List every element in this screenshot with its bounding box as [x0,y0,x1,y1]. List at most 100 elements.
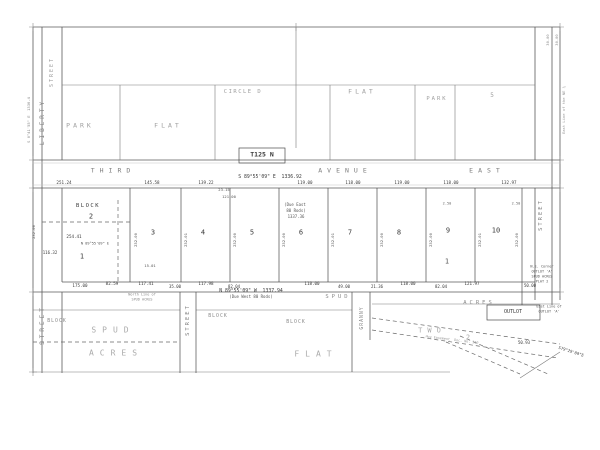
street-third-avenue: EAST [469,167,505,175]
dimension-label: 82.59 [105,281,119,287]
block-label: BLOCK [286,319,306,325]
map-label: 5 [490,92,494,99]
dimension-label: 23.15 [218,187,230,192]
township-box [238,147,286,164]
block-number: 2 [88,212,94,221]
outlot-label: OUTLOT [503,309,523,315]
flat-label: FLAT [348,88,376,96]
dimension-label: 118.00 [400,281,416,287]
dimension-label: 232.00 [232,233,237,247]
bearing-label: S79°29'09"E [557,345,585,358]
street-liberty: LIBERTY [39,98,46,146]
spud-label: SPUD [325,293,351,300]
lot-number: 1 [444,257,450,266]
due-west-note: (Due West 80 Rods) [229,294,273,299]
street-label-left-top: STREET [49,56,55,88]
circle-d-label: CIRCLE D [223,88,263,95]
north-line-note: North Line of [128,292,156,297]
lot-number: 3 [150,228,156,237]
street-inner-lines [33,162,560,186]
flat-label: FLAT [154,122,182,130]
dimension-label: 116.32 [42,250,58,255]
dimension-label: 121.97 [464,281,480,287]
south-line-bearing: N 89°55'09" W 1337.94 [219,288,283,294]
dimension-label: 82.04 [434,284,448,289]
corner-ticks [29,23,564,376]
bearing-label: N 89°55'09" E [80,241,110,246]
east-line-outlot-note: East Line of [536,304,562,309]
dimension-label: 2.50 [442,201,452,206]
dimension-label: 232.00 [31,225,36,239]
lot-lines [129,147,541,373]
dimension-label: 139.22 [198,180,214,186]
ne-corner-note: OUTLOT 'A' [531,269,553,274]
boundary-lines [32,26,561,373]
dimension-label: 132.97 [501,180,517,186]
block-label: BLOCK [208,313,228,319]
street-third-avenue: AVENUE [318,167,372,175]
spud-acres-label: ACRES [88,349,144,358]
dimension-label: 232.01 [330,233,335,247]
east-line-note: East Line of the NE ¼ [561,85,566,135]
township-range-label: T125 N [250,151,274,159]
dimension-label: 117.98 [198,281,214,287]
acres-label: ACRES [463,299,495,306]
dimension-label: 251.24 [56,180,72,186]
dimension-label: 118.00 [345,180,361,186]
lot-number: 5 [249,228,255,237]
dimension-label: 50.00 [523,283,537,288]
dimension-label: 35.00 [168,284,182,289]
park-label: PARK [66,122,94,130]
lot-number: 6 [298,228,304,237]
outlot-box [486,304,541,321]
dimension-label: 49.00 [337,284,351,289]
dimension-label: 119.00 [394,180,410,186]
dimension-label: 15.01 [144,263,156,268]
north-line-note: SPUD ACRES [131,297,153,302]
street-label: STREET [184,304,191,336]
dimension-label: 232.00 [281,233,286,247]
easement-note: Hwy Easement Doc. No. 310 [425,334,479,345]
dimension-label: 232.00 [514,233,519,247]
street-label: STREET [537,199,544,231]
dashed-lines [33,200,561,375]
dimension-label: 50.93 [517,340,531,345]
dimension-label: 21.36 [370,284,384,289]
dimension-label: 119.00 [297,180,313,186]
dimension-label: 232.01 [183,233,188,247]
dimension-label: 30.00 [545,34,550,46]
lot-number: 10 [491,226,501,235]
ne-corner-note: PLAT 2 [535,279,549,284]
street-third-avenue: THIRD [90,167,136,175]
park-label: PARK [426,95,448,102]
map-label: 2 [465,333,471,342]
spud-acres-label: SPUD [91,326,135,335]
dimension-label: 2.50 [511,201,521,206]
lot-number: 9 [445,226,451,235]
dimension-label: 232.00 [428,233,433,247]
lot-number: 7 [347,228,353,237]
due-east-note: 80 Rods) [286,208,306,213]
dimension-label: 82.04 [227,284,241,289]
dimension-label: 175.00 [72,283,88,289]
block-label: BLOCK [47,318,67,324]
dimension-label: 30.00 [554,34,559,46]
block-2-label: BLOCK [75,202,101,209]
dimension-label: 121.00 [222,194,236,199]
ne-corner-note: SPUD ACRES [531,274,553,279]
east-line-outlot-note: OUTLOT 'A' [538,309,560,314]
dimension-label: 118.00 [304,281,320,287]
dimension-label: 117.41 [138,281,154,287]
ne-corner-note: N.E. Corner [530,264,554,269]
dimension-label: 118.00 [443,180,459,186]
dimension-label: 232.01 [477,233,482,247]
dimension-label: 1337.36 [287,214,305,219]
north-line-bearing: S 89°55'09" E 1336.92 [238,174,302,180]
secondary-lines [33,27,561,379]
due-east-note: (Due East [284,202,306,207]
dimension-label: 232.00 [379,233,384,247]
lot-number: 1 [79,252,85,261]
